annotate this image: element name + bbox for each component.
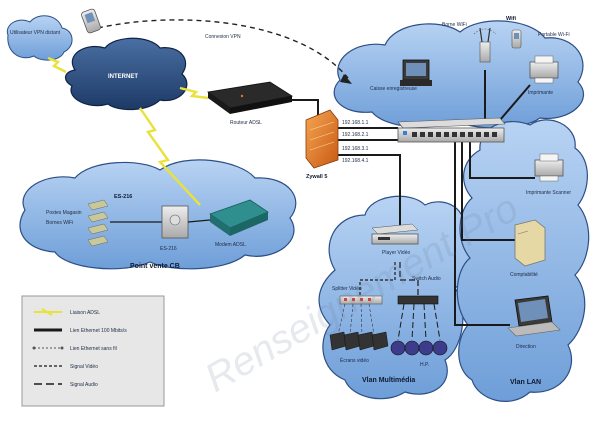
- cash-register-icon: [400, 59, 432, 86]
- office-printer-label: Imprimante: [528, 90, 553, 96]
- fw-port-2: 192.168.2.1: [342, 132, 369, 138]
- firewall-icon: [305, 109, 339, 169]
- legend-label-wifi: Lien Ethernet sans fil: [70, 346, 117, 352]
- adsl-link-router: [179, 86, 209, 100]
- main-switch-icon: [397, 117, 506, 143]
- remote-phone-icon: [81, 8, 101, 34]
- store-switch-label: ES-216: [114, 194, 132, 200]
- fw-port-1: 192.168.1.1: [342, 120, 369, 126]
- legend-label-video: Signal Vidéo: [70, 364, 98, 370]
- legend-swatch-adsl: [34, 308, 62, 316]
- vpn-zone-label: Wifi: [506, 16, 517, 22]
- access-point-label: Borne WiFi: [442, 22, 467, 28]
- wifi-phone-icon: [511, 29, 522, 49]
- video-screens-icon: [329, 303, 389, 351]
- legend-box: Liaison ADSL Lien Ethernet 100 Mbits/s L…: [21, 295, 165, 407]
- accounting-pc-icon: [514, 219, 546, 267]
- remote-user-cloud: [6, 15, 73, 61]
- router-label: Routeur ADSL: [230, 120, 262, 126]
- accounting-label: Comptabilité: [510, 272, 538, 278]
- link-fw-multimedia: [338, 154, 401, 230]
- access-point-icon: [473, 27, 497, 63]
- adsl-link-store: [139, 107, 201, 206]
- link-player-splitter: [359, 262, 396, 296]
- cash-register-label: Caisse enregistreuse: [370, 86, 417, 92]
- vpn-link-label: Connexion VPN: [205, 34, 241, 40]
- audio-switch-label: Switch Audio: [412, 276, 441, 282]
- firewall-label: Zywall 5: [306, 174, 327, 180]
- store-cloud-label: Point vente CB: [130, 263, 180, 270]
- screens-label: Écrans vidéo: [340, 357, 369, 364]
- store-modem-icon: [209, 199, 269, 236]
- internet-cloud: [65, 37, 188, 111]
- store-ap-stack-icon: [87, 199, 109, 247]
- legend-label-eth100: Lien Ethernet 100 Mbits/s: [70, 328, 127, 334]
- speakers-icon: [390, 303, 448, 356]
- lan-cloud-label: Vlan LAN: [510, 379, 541, 386]
- store-switch-device-label: ES-216: [160, 246, 177, 252]
- link-switch-accounting: [461, 140, 515, 241]
- audio-switch-icon: [397, 295, 439, 305]
- direction-laptop-icon: [507, 295, 561, 337]
- fw-port-4: 192.168.4.1: [342, 158, 369, 164]
- link-player-audio: [399, 262, 419, 296]
- legend-label-adsl: Liaison ADSL: [70, 310, 100, 316]
- laptop-wifi-label: Portable Wi-Fi: [538, 32, 570, 38]
- splitter-label: Splitter Vidéo: [332, 286, 362, 292]
- vpn-arrow-head: [340, 74, 352, 84]
- store-switch-icon: [161, 205, 189, 239]
- player-label: Player Vidéo: [382, 250, 410, 256]
- speakers-label: H.P.: [420, 362, 429, 368]
- multimedia-cloud-label: Vlan Multimédia: [362, 377, 415, 384]
- fw-port-3: 192.168.3.1: [342, 146, 369, 152]
- scan-printer-label: Imprimante Scanner: [526, 190, 571, 196]
- office-printer-icon: [529, 55, 559, 84]
- remote-user-label: Utilisateur VPN distant: [10, 30, 61, 36]
- store-ap-label: Bornes WiFi: [46, 220, 73, 226]
- direction-label: Direction: [516, 344, 536, 350]
- link-switch-scanner: [469, 140, 535, 179]
- link-store-modem: [187, 219, 211, 223]
- adsl-link-remote: [47, 56, 67, 74]
- link-switch-printer: [499, 84, 531, 121]
- legend-label-audio: Signal Audio: [70, 382, 98, 388]
- store-modem-label: Modem ADSL: [215, 242, 246, 248]
- internet-label: INTERNET: [108, 74, 138, 80]
- video-player-icon: [371, 223, 419, 245]
- adsl-router-icon: [206, 81, 294, 114]
- vpn-cloud: [333, 20, 585, 129]
- link-switch-direction: [454, 140, 510, 326]
- store-posts-label: Postes Magasin: [46, 210, 82, 216]
- link-router-firewall: [290, 99, 319, 118]
- vpn-tunnel-line: [97, 19, 349, 79]
- scan-printer-icon: [534, 153, 564, 182]
